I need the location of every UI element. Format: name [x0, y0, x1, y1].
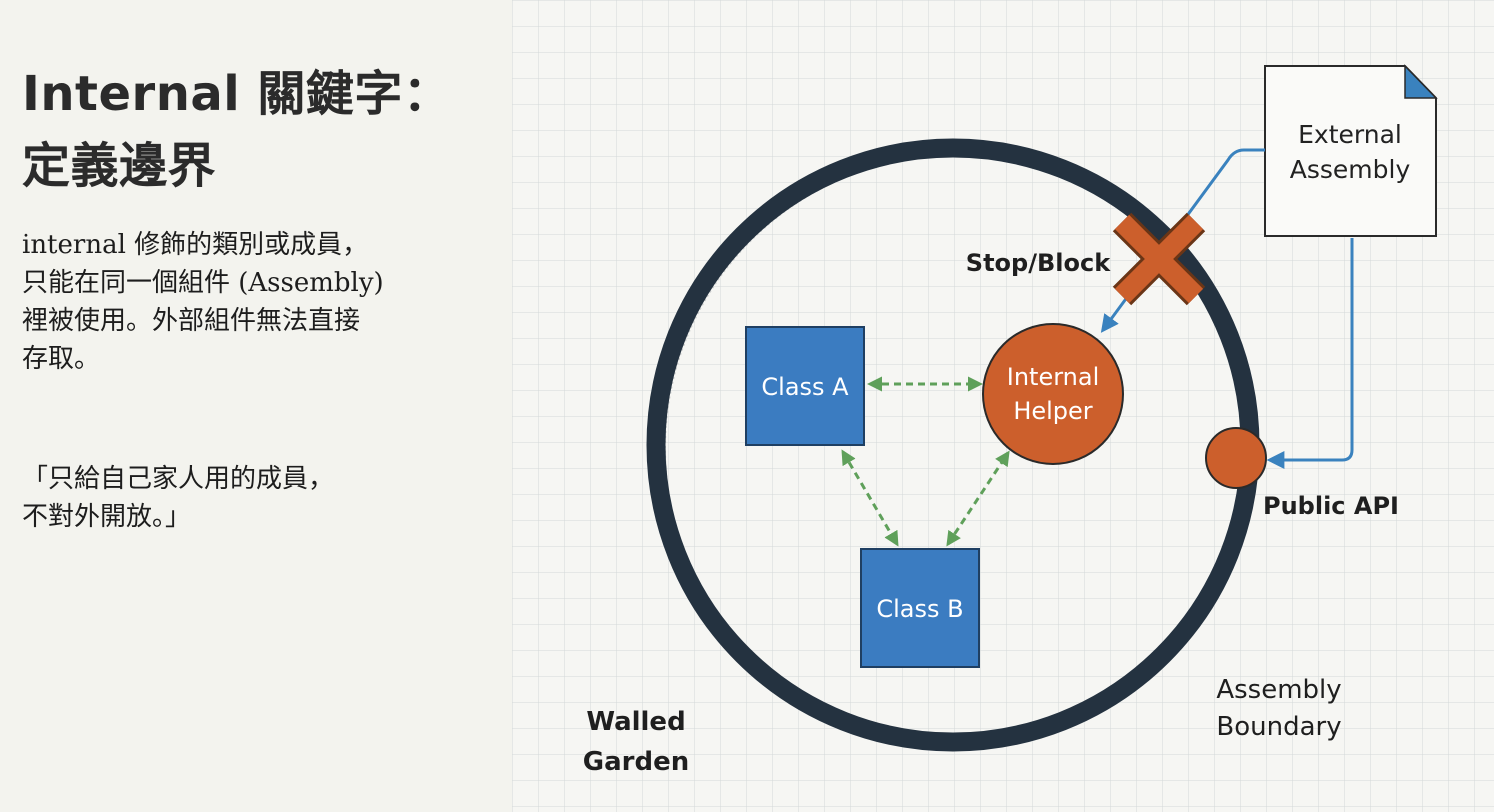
- title-line-1: Internal 關鍵字：: [22, 66, 452, 122]
- block-x-icon: [1112, 212, 1206, 306]
- walled-garden-label-2: Garden: [583, 747, 689, 777]
- dependency-arrow-a-b: [841, 449, 899, 547]
- internal-helper-label-1: Internal: [1007, 363, 1100, 391]
- stop-block-label: Stop/Block: [966, 249, 1111, 277]
- title-line-2: 定義邊界: [22, 138, 217, 194]
- quote-line-2: 不對外開放。」: [22, 502, 192, 532]
- public-api-label: Public API: [1263, 492, 1399, 520]
- description: internal 修飾的類別或成員， 只能在同一個組件 (Assembly) 裡…: [22, 226, 492, 378]
- assembly-boundary-label-1: Assembly: [1216, 675, 1341, 705]
- public-api-access-arrow: [1266, 238, 1354, 469]
- assembly-boundary-label-2: Boundary: [1216, 712, 1341, 742]
- quote-line-1: 「只給自己家人用的成員，: [22, 464, 335, 494]
- document-fold: [1404, 64, 1438, 99]
- external-assembly-label-1: External: [1298, 120, 1402, 149]
- internal-helper-node: Internal Helper: [982, 323, 1124, 465]
- external-assembly-document: External Assembly: [1264, 64, 1438, 237]
- dependency-arrow-b-helper: [946, 450, 1010, 547]
- class-b-label: Class B: [876, 595, 963, 623]
- page-title: Internal 關鍵字： 定義邊界: [22, 58, 451, 202]
- document-icon: [1264, 65, 1437, 237]
- class-a-node: Class A: [745, 326, 865, 446]
- class-a-label: Class A: [761, 373, 849, 401]
- blocked-access-arrow: [1100, 148, 1265, 333]
- description-line-3: 裡被使用。外部組件無法直接: [22, 306, 361, 336]
- assembly-boundary-diagram: External Assembly Stop/Block Class A Cla…: [512, 0, 1494, 812]
- external-assembly-label-2: Assembly: [1290, 155, 1411, 184]
- description-line-4: 存取。: [22, 344, 101, 374]
- internal-helper-label-2: Helper: [1013, 397, 1092, 425]
- description-line-1: internal 修飾的類別或成員，: [22, 230, 369, 260]
- description-line-2: 只能在同一個組件 (Assembly): [22, 268, 384, 298]
- public-api-node: [1205, 427, 1267, 489]
- walled-garden-label-1: Walled: [586, 707, 685, 737]
- quote: 「只給自己家人用的成員， 不對外開放。」: [22, 460, 492, 536]
- class-b-node: Class B: [860, 548, 980, 668]
